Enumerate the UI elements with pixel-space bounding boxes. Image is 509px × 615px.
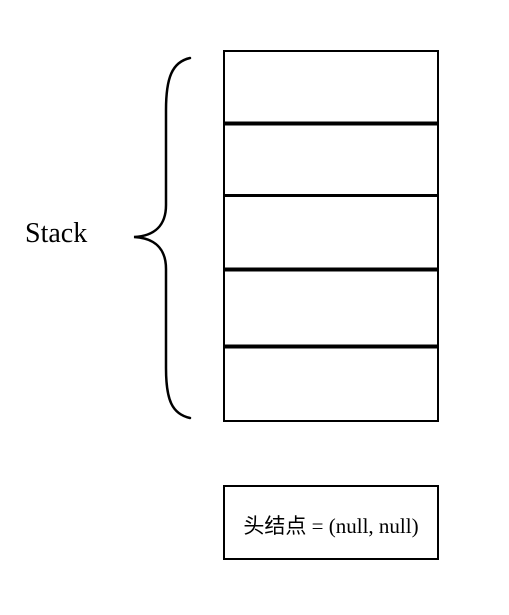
head-node-label: 头结点 = (null, null) — [243, 514, 419, 538]
stack-brace — [133, 56, 192, 420]
stack-label: Stack — [25, 218, 88, 249]
stack-container — [223, 50, 439, 422]
head-node-box — [223, 485, 439, 560]
